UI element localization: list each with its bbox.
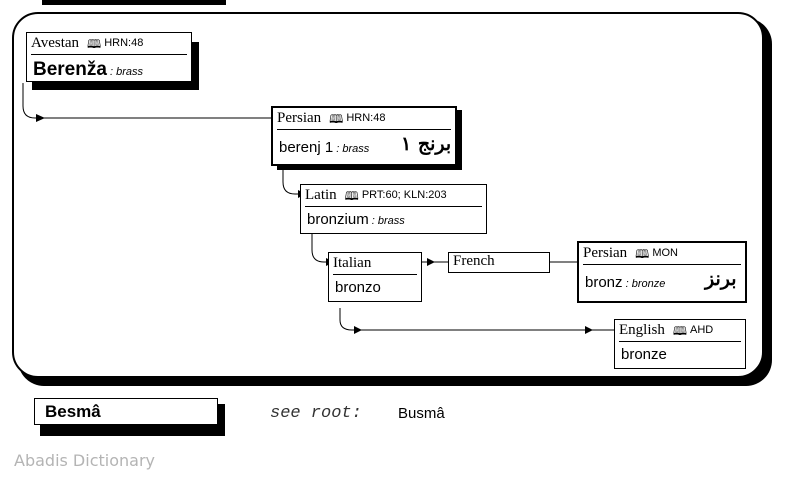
italian-header: Italian bbox=[333, 253, 417, 275]
lang-label: Persian bbox=[277, 110, 322, 126]
persian1-word: berenj 1 bbox=[279, 139, 334, 156]
ref-label: PRT:60; KLN:203 bbox=[361, 189, 447, 201]
besma-box: Besmâ bbox=[34, 398, 218, 425]
persian2-word: bronz bbox=[585, 274, 623, 291]
persian1-box: Persian 🕮HRN:48 berenj 1 : brass برنج ۱ bbox=[271, 106, 457, 166]
avestan-box: Avestan 🕮HRN:48 Berenža : brass bbox=[26, 32, 192, 82]
latin-word: bronzium bbox=[307, 211, 369, 228]
english-box: English 🕮AHD bronze bbox=[614, 319, 746, 369]
persian1-script: برنج ۱ bbox=[401, 133, 452, 155]
english-header: English 🕮AHD bbox=[619, 320, 741, 342]
persian1-header: Persian 🕮HRN:48 bbox=[277, 108, 451, 130]
footer-brand: Abadis Dictionary bbox=[14, 451, 155, 470]
avestan-meaning: brass bbox=[116, 66, 143, 78]
book-icon: 🕮 bbox=[87, 36, 102, 51]
latin-box: Latin 🕮PRT:60; KLN:203 bronzium : brass bbox=[300, 184, 487, 234]
ref-label: AHD bbox=[690, 324, 714, 336]
persian1-meaning: brass bbox=[342, 143, 370, 155]
lang-label: English bbox=[619, 322, 665, 338]
persian2-script: برنز bbox=[705, 268, 737, 290]
ref-label: HRN:48 bbox=[346, 112, 386, 124]
book-icon: 🕮 bbox=[672, 323, 687, 338]
lang-label: French bbox=[453, 253, 495, 269]
avestan-word: Berenža bbox=[33, 59, 107, 80]
ref-label: MON bbox=[652, 247, 678, 259]
book-icon: 🕮 bbox=[329, 111, 344, 126]
see-root-label: see root: bbox=[270, 404, 362, 423]
avestan-header: Avestan 🕮HRN:48 bbox=[31, 33, 187, 55]
book-icon: 🕮 bbox=[344, 188, 359, 203]
lang-label: Avestan bbox=[31, 35, 80, 51]
top-bar bbox=[42, 0, 226, 5]
persian2-header: Persian 🕮MON bbox=[583, 243, 741, 265]
english-word: bronze bbox=[621, 346, 667, 363]
lang-label: Italian bbox=[333, 255, 372, 271]
lang-label: Latin bbox=[305, 187, 337, 203]
latin-header: Latin 🕮PRT:60; KLN:203 bbox=[305, 185, 482, 207]
root-word[interactable]: Busmâ bbox=[398, 405, 445, 422]
latin-meaning: brass bbox=[377, 215, 405, 227]
ref-label: HRN:48 bbox=[104, 37, 144, 49]
book-icon: 🕮 bbox=[635, 246, 650, 261]
french-box: French bbox=[448, 252, 550, 273]
italian-word: bronzo bbox=[335, 279, 381, 296]
italian-box: Italian bronzo bbox=[328, 252, 422, 302]
persian2-meaning: bronze bbox=[631, 278, 666, 290]
lang-label: Persian bbox=[583, 245, 628, 261]
persian2-box: Persian 🕮MON bronz : bronze برنز bbox=[577, 241, 747, 303]
